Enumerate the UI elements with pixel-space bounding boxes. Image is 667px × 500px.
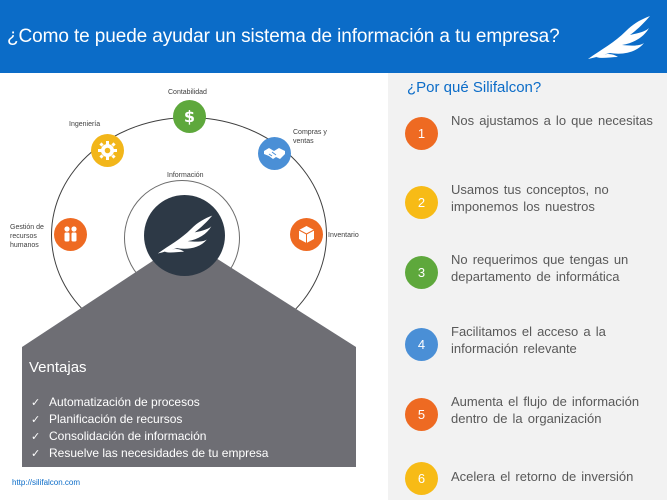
- svg-text:$: $: [184, 107, 195, 126]
- advantage-item: ✓ Resuelve las necesidades de tu empresa: [31, 445, 268, 462]
- why-panel: [388, 73, 667, 500]
- reason-number-badge: 6: [405, 462, 438, 495]
- reason-item: 3 No requerimos que tengas un departamen…: [405, 252, 660, 293]
- check-icon: ✓: [31, 431, 41, 443]
- node-label-ingenieria: Ingeniería: [69, 121, 101, 128]
- reason-item: 2 Usamos tus conceptos, no imponemos los…: [405, 182, 660, 223]
- center-label: Información: [167, 172, 204, 179]
- reason-number-badge: 3: [405, 256, 438, 289]
- node-ingenieria: [91, 134, 124, 167]
- node-label-recursos-humanos: Gestión de recursos humanos: [10, 223, 44, 250]
- falcon-logo-icon: [157, 215, 213, 254]
- advantage-text: Planificación de recursos: [49, 412, 183, 426]
- node-recursos-humanos: [54, 218, 87, 251]
- website-link[interactable]: http://silifalcon.com: [12, 478, 81, 487]
- dollar-icon: $: [184, 107, 195, 126]
- advantage-text: Resuelve las necesidades de tu empresa: [49, 446, 269, 460]
- reason-text: Nos ajustamos a lo que necesitas: [451, 113, 653, 128]
- gear-icon: [98, 141, 117, 160]
- reason-item: 6 Acelera el retorno de inversión: [405, 459, 660, 499]
- advantage-text: Consolidación de información: [49, 429, 207, 443]
- advantage-item: ✓ Consolidación de información: [31, 428, 268, 445]
- node-label-text: Gestión de recursos humanos: [10, 224, 44, 249]
- reason-text: No requerimos que tengas un departamento…: [451, 252, 629, 284]
- reason-text: Acelera el retorno de inversión: [451, 469, 634, 484]
- reason-item: 5 Aumenta el flujo de información dentro…: [405, 394, 660, 435]
- reason-text: Usamos tus conceptos, no imponemos los n…: [451, 182, 609, 214]
- node-contabilidad: $: [173, 100, 206, 133]
- check-icon: ✓: [31, 414, 41, 426]
- node-label-compras-ventas: Compras y ventas: [293, 128, 327, 146]
- advantage-item: ✓ Automatización de procesos: [31, 394, 268, 411]
- reason-text: Facilitamos el acceso a la información r…: [451, 324, 606, 356]
- reason-number-badge: 2: [405, 186, 438, 219]
- advantages-title: Ventajas: [29, 359, 87, 376]
- box-icon: [298, 226, 315, 243]
- people-icon: [64, 226, 77, 242]
- advantages-list: ✓ Automatización de procesos ✓ Planificaci…: [31, 394, 268, 462]
- page-title: ¿Como te puede ayudar un sistema de info…: [7, 26, 560, 47]
- reason-number-badge: 1: [405, 117, 438, 150]
- check-icon: ✓: [31, 397, 41, 409]
- reason-number-badge: 5: [405, 398, 438, 431]
- reason-number-badge: 4: [405, 328, 438, 361]
- falcon-logo-icon: [588, 16, 650, 59]
- reason-item: 4 Facilitamos el acceso a la información…: [405, 324, 660, 365]
- node-compras-ventas: [258, 137, 291, 170]
- advantage-text: Automatización de procesos: [49, 395, 200, 409]
- reason-text: Aumenta el flujo de información dentro d…: [451, 394, 640, 426]
- node-label-contabilidad: Contabilidad: [168, 89, 207, 96]
- advantage-item: ✓ Planificación de recursos: [31, 411, 268, 428]
- check-icon: ✓: [31, 448, 41, 460]
- handshake-icon: [264, 148, 285, 159]
- reason-item: 1 Nos ajustamos a lo que necesitas: [405, 113, 660, 154]
- why-title: ¿Por qué Silifalcon?: [407, 79, 542, 96]
- node-inventario: [290, 218, 323, 251]
- header-bar: ¿Como te puede ayudar un sistema de info…: [0, 0, 667, 73]
- node-label-inventario: Inventario: [328, 232, 359, 239]
- node-label-text: Compras y ventas: [293, 129, 327, 145]
